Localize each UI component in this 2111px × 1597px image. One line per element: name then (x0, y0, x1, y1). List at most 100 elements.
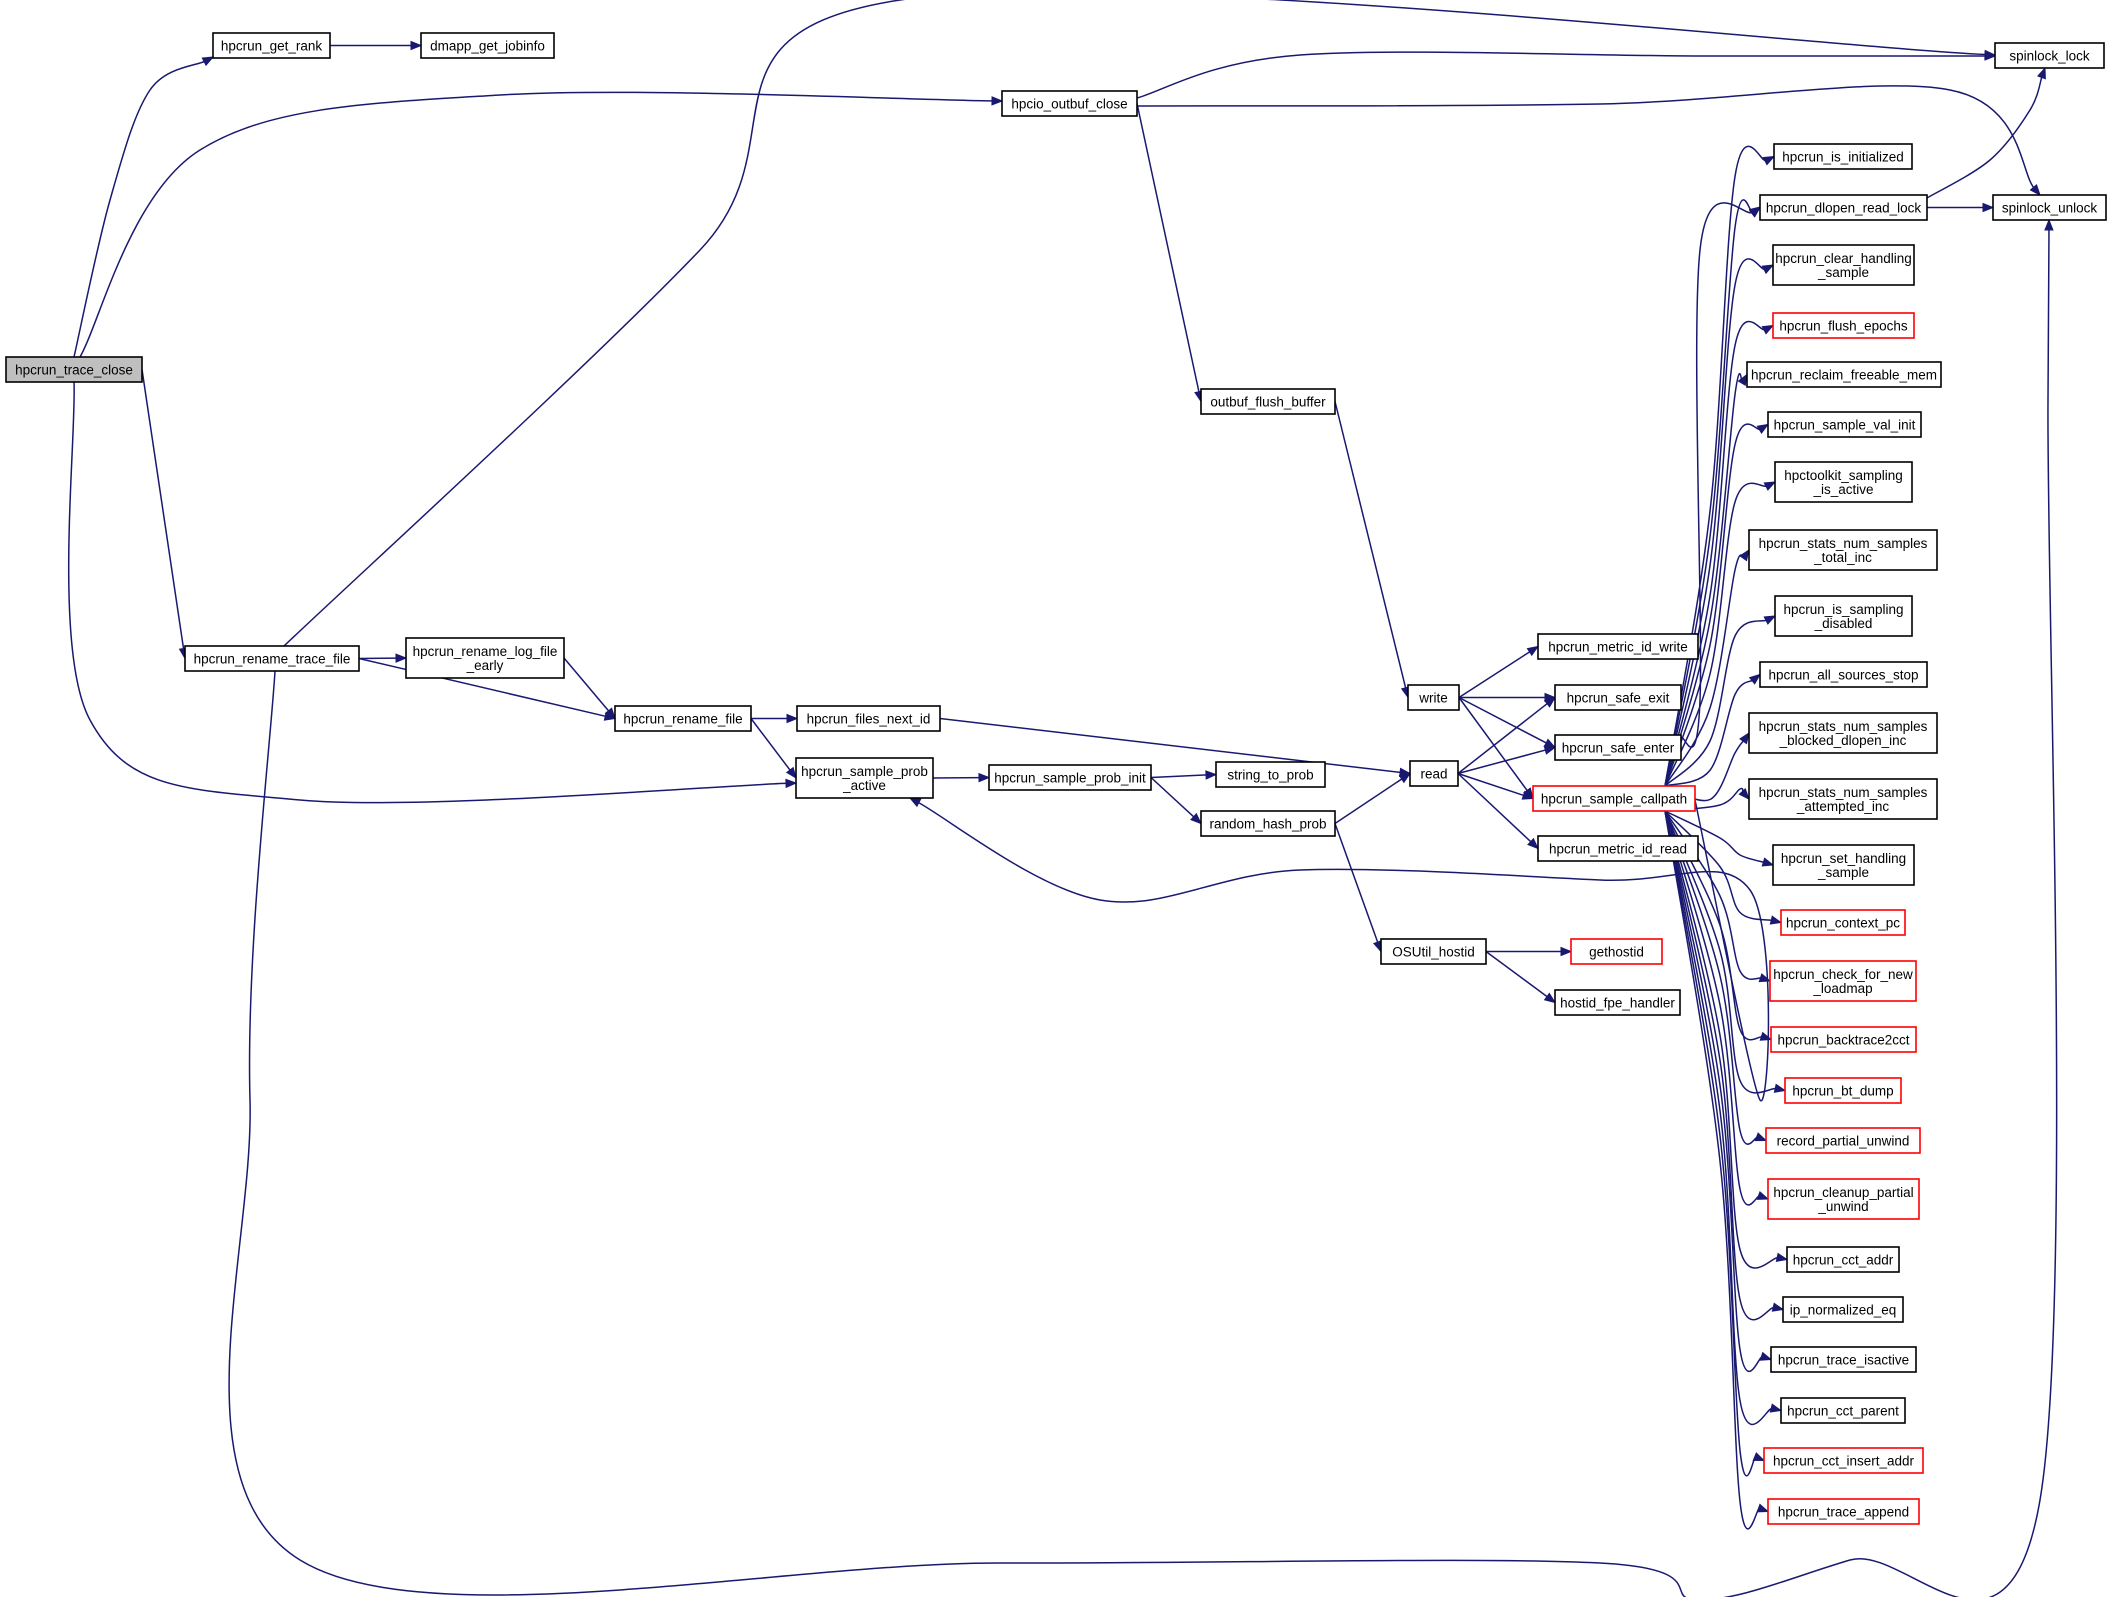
node-box[interactable] (1767, 1498, 1920, 1525)
node-box[interactable] (420, 32, 555, 59)
node-box[interactable] (1554, 684, 1682, 711)
node-bt_dump[interactable]: hpcrun_bt_dump (1784, 1077, 1902, 1104)
node-box[interactable] (1767, 1178, 1920, 1220)
node-box[interactable] (988, 764, 1152, 791)
node-box[interactable] (1215, 761, 1326, 788)
node-box[interactable] (1786, 1246, 1900, 1273)
node-box[interactable] (1200, 388, 1336, 415)
node-box[interactable] (1782, 1296, 1904, 1323)
node-reclaim[interactable]: hpcrun_reclaim_freeable_mem (1746, 361, 1942, 388)
node-box[interactable] (1994, 42, 2105, 69)
node-val_init[interactable]: hpcrun_sample_val_init (1767, 411, 1922, 438)
node-box[interactable] (1537, 633, 1699, 660)
node-context_pc[interactable]: hpcrun_context_pc (1780, 909, 1906, 936)
node-sample_callpath[interactable]: hpcrun_sample_callpath (1532, 785, 1696, 812)
node-rename_file[interactable]: hpcrun_rename_file (614, 705, 752, 732)
node-box[interactable] (1773, 143, 1913, 170)
node-box[interactable] (795, 757, 934, 799)
node-sources_stop[interactable]: hpcrun_all_sources_stop (1759, 661, 1928, 688)
node-cleanup_partial[interactable]: hpcrun_cleanup_partial_unwind (1767, 1178, 1920, 1220)
node-random_hash[interactable]: random_hash_prob (1200, 810, 1336, 837)
node-box[interactable] (614, 705, 752, 732)
node-safe_enter[interactable]: hpcrun_safe_enter (1554, 734, 1682, 761)
node-box[interactable] (1537, 835, 1699, 862)
node-fpe_handler[interactable]: hostid_fpe_handler (1554, 989, 1681, 1016)
node-box[interactable] (1770, 1346, 1917, 1373)
node-box[interactable] (1409, 760, 1459, 787)
node-is_initialized[interactable]: hpcrun_is_initialized (1773, 143, 1913, 170)
node-metric_read[interactable]: hpcrun_metric_id_read (1537, 835, 1699, 862)
node-box[interactable] (1554, 734, 1682, 761)
node-box[interactable] (1532, 785, 1696, 812)
node-rename_log[interactable]: hpcrun_rename_log_file_early (405, 637, 565, 679)
node-jobinfo[interactable]: dmapp_get_jobinfo (420, 32, 555, 59)
node-total_inc[interactable]: hpcrun_stats_num_samples_total_inc (1748, 529, 1938, 571)
node-hostid[interactable]: OSUtil_hostid (1380, 938, 1487, 965)
node-box[interactable] (1759, 661, 1928, 688)
node-write[interactable]: write (1407, 684, 1460, 711)
node-metric_write[interactable]: hpcrun_metric_id_write (1537, 633, 1699, 660)
node-attempted_inc[interactable]: hpcrun_stats_num_samples_attempted_inc (1748, 778, 1938, 820)
node-prob_init[interactable]: hpcrun_sample_prob_init (988, 764, 1152, 791)
node-files_next_id[interactable]: hpcrun_files_next_id (796, 705, 941, 732)
node-record_partial[interactable]: record_partial_unwind (1765, 1127, 1921, 1154)
node-box[interactable] (1992, 194, 2107, 221)
node-read[interactable]: read (1409, 760, 1459, 787)
node-cct_insert[interactable]: hpcrun_cct_insert_addr (1763, 1447, 1924, 1474)
node-outbuf_flush[interactable]: outbuf_flush_buffer (1200, 388, 1336, 415)
node-box[interactable] (1774, 595, 1913, 637)
node-box[interactable] (1380, 938, 1487, 965)
node-box[interactable] (405, 637, 565, 679)
node-spinlock_unlock[interactable]: spinlock_unlock (1992, 194, 2107, 221)
node-cct_addr[interactable]: hpcrun_cct_addr (1786, 1246, 1900, 1273)
node-box[interactable] (796, 705, 941, 732)
node-box[interactable] (1770, 1026, 1917, 1053)
node-box[interactable] (1407, 684, 1460, 711)
node-gethostid[interactable]: gethostid (1570, 938, 1663, 965)
node-trace_close[interactable]: hpcrun_trace_close (5, 356, 143, 383)
node-box[interactable] (1200, 810, 1336, 837)
node-trace_append[interactable]: hpcrun_trace_append (1767, 1498, 1920, 1525)
node-box[interactable] (1001, 90, 1138, 117)
node-box[interactable] (1769, 960, 1917, 1002)
node-blocked_inc[interactable]: hpcrun_stats_num_samples_blocked_dlopen_… (1748, 712, 1938, 754)
node-box[interactable] (1780, 1397, 1906, 1424)
node-box[interactable] (1765, 1127, 1921, 1154)
node-is_sampling_disabled[interactable]: hpcrun_is_sampling_disabled (1774, 595, 1913, 637)
node-box[interactable] (1570, 938, 1663, 965)
node-spinlock_lock[interactable]: spinlock_lock (1994, 42, 2105, 69)
node-box[interactable] (1748, 529, 1938, 571)
node-box[interactable] (1746, 361, 1942, 388)
node-safe_exit[interactable]: hpcrun_safe_exit (1554, 684, 1682, 711)
node-box[interactable] (1767, 411, 1922, 438)
node-ip_eq[interactable]: ip_normalized_eq (1782, 1296, 1904, 1323)
node-set_handling[interactable]: hpcrun_set_handling_sample (1772, 844, 1915, 886)
node-backtrace2cct[interactable]: hpcrun_backtrace2cct (1770, 1026, 1917, 1053)
node-outbuf_close[interactable]: hpcio_outbuf_close (1001, 90, 1138, 117)
node-box[interactable] (184, 645, 360, 672)
node-box[interactable] (212, 32, 331, 59)
node-box[interactable] (1772, 244, 1915, 286)
node-sampling_active[interactable]: hpctoolkit_sampling_is_active (1774, 461, 1913, 503)
node-flush_epochs[interactable]: hpcrun_flush_epochs (1772, 312, 1915, 339)
node-box[interactable] (1748, 778, 1938, 820)
node-dlopen_lock[interactable]: hpcrun_dlopen_read_lock (1759, 194, 1928, 221)
node-check_loadmap[interactable]: hpcrun_check_for_new_loadmap (1769, 960, 1917, 1002)
node-box[interactable] (1774, 461, 1913, 503)
node-clear_handling[interactable]: hpcrun_clear_handling_sample (1772, 244, 1915, 286)
node-rename_trace[interactable]: hpcrun_rename_trace_file (184, 645, 360, 672)
node-box[interactable] (1554, 989, 1681, 1016)
node-cct_parent[interactable]: hpcrun_cct_parent (1780, 1397, 1906, 1424)
node-trace_isactive[interactable]: hpcrun_trace_isactive (1770, 1346, 1917, 1373)
node-box[interactable] (1759, 194, 1928, 221)
node-box[interactable] (1748, 712, 1938, 754)
node-box[interactable] (1772, 844, 1915, 886)
node-get_rank[interactable]: hpcrun_get_rank (212, 32, 331, 59)
node-box[interactable] (5, 356, 143, 383)
node-box[interactable] (1772, 312, 1915, 339)
node-prob_active[interactable]: hpcrun_sample_prob_active (795, 757, 934, 799)
node-box[interactable] (1784, 1077, 1902, 1104)
node-string_to_prob[interactable]: string_to_prob (1215, 761, 1326, 788)
node-box[interactable] (1763, 1447, 1924, 1474)
node-box[interactable] (1780, 909, 1906, 936)
